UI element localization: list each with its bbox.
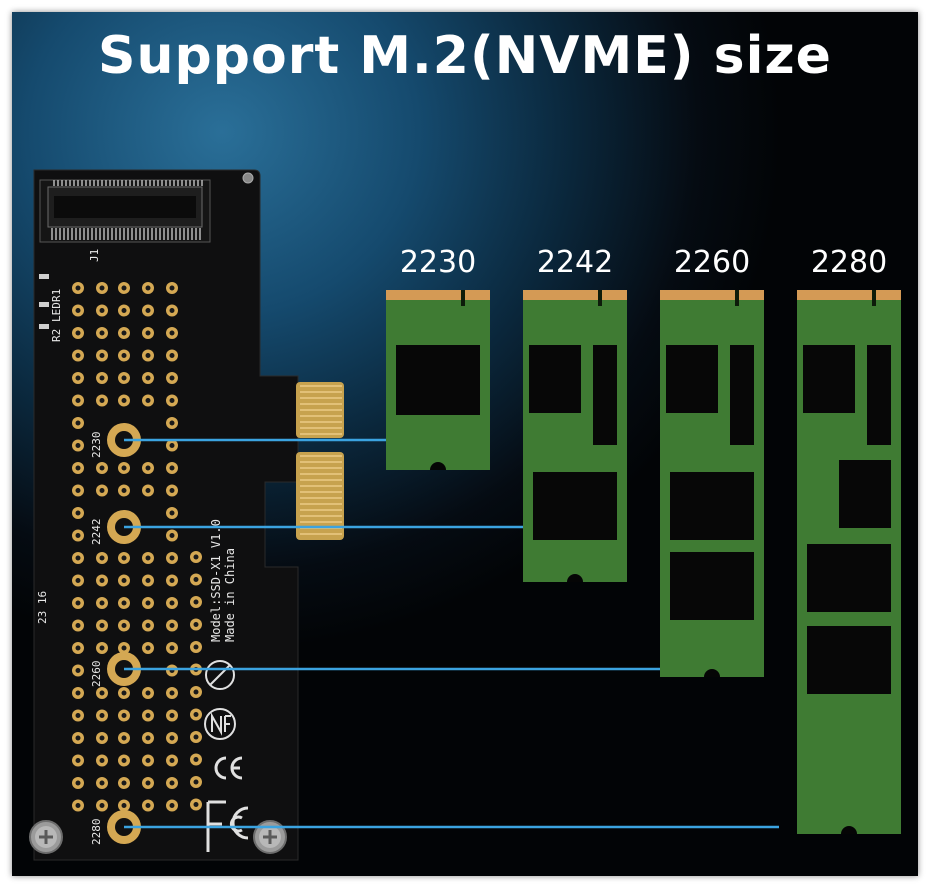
- length-guide-lines: [124, 438, 779, 829]
- mount-hole-top: [242, 172, 254, 184]
- ssd-chip: [803, 345, 855, 413]
- made-in-label: Made in China: [223, 548, 237, 642]
- ssd-chip: [670, 472, 754, 540]
- ssd-chip: [396, 345, 480, 415]
- m2-connector: [39, 179, 211, 243]
- ssd-mount-notch: [841, 826, 857, 834]
- ssd-size-label: 2260: [674, 245, 750, 280]
- connector-label: J1: [88, 249, 101, 262]
- hole-label-2242: 2242: [90, 519, 103, 546]
- ssd-mount-notch: [704, 669, 720, 677]
- board-code: 23 16: [36, 591, 49, 624]
- ssd-edge-connector: [386, 290, 490, 300]
- ssd-2280: 2280: [797, 245, 901, 834]
- hole-label-2260: 2260: [90, 661, 103, 688]
- led-label-r1: R1: [50, 289, 63, 302]
- ssd-chip: [730, 345, 754, 445]
- model-label: Model:SSD-X1 V1.0: [209, 519, 223, 642]
- screw-right: [253, 820, 287, 854]
- proto-hole-grid: [72, 282, 202, 812]
- ssd-size-label: 2230: [400, 245, 476, 280]
- ssd-chip: [807, 626, 891, 694]
- ssd-size-label: 2242: [537, 245, 613, 280]
- ssd-chip: [839, 460, 891, 528]
- ssd-key-notch: [461, 290, 465, 306]
- led-label-led: LED: [50, 302, 63, 322]
- headline: Support M.2(NVME) size: [98, 26, 832, 86]
- ssd-chip: [807, 544, 891, 612]
- ssd-modules: 2230 2242 2260 2280: [386, 245, 901, 834]
- ssd-chip: [670, 552, 754, 620]
- ce-mark-icon: [214, 756, 243, 780]
- ssd-mount-notch: [567, 574, 583, 582]
- nf-mark-icon: [204, 708, 236, 740]
- ssd-2260: 2260: [660, 245, 764, 677]
- ssd-chip: [533, 472, 617, 540]
- ssd-key-notch: [735, 290, 739, 306]
- pcie-gold-fingers: [296, 382, 344, 540]
- ssd-size-label: 2280: [811, 245, 887, 280]
- ssd-chip: [867, 345, 891, 445]
- led-area: R1 R2 LED: [39, 274, 63, 342]
- ssd-key-notch: [598, 290, 602, 306]
- certification-marks: [204, 660, 249, 852]
- ssd-2242: 2242: [523, 245, 627, 582]
- product-image-frame: Support M.2(NVME) size J1 R1 R2 LED: [12, 12, 918, 876]
- hole-label-2230: 2230: [90, 432, 103, 459]
- ssd-key-notch: [872, 290, 876, 306]
- ssd-edge-connector: [797, 290, 901, 300]
- screw-left: [29, 820, 63, 854]
- ssd-chip: [666, 345, 718, 413]
- ssd-mount-notch: [430, 462, 446, 470]
- led-label-r2: R2: [50, 329, 63, 342]
- ssd-edge-connector: [523, 290, 627, 300]
- hole-label-2280: 2280: [90, 819, 103, 846]
- ssd-2230: 2230: [386, 245, 490, 470]
- ssd-chip: [529, 345, 581, 413]
- ssd-edge-connector: [660, 290, 764, 300]
- ssd-chip: [593, 345, 617, 445]
- adapter-scene: J1 R1 R2 LED 2230 2242 2260 2280 Model:S…: [29, 169, 901, 861]
